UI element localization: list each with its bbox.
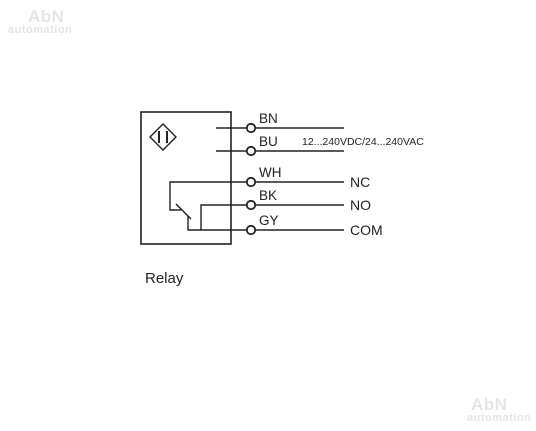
- sensor-symbol-icon: [149, 123, 177, 151]
- terminal-circle-bk: [245, 199, 257, 211]
- watermark-brand: AbN: [28, 7, 65, 26]
- terminal-circle-wh: [245, 176, 257, 188]
- relay-caption: Relay: [145, 270, 184, 287]
- watermark-subtitle: automation: [8, 24, 73, 36]
- watermark-brand-2: AbN: [471, 395, 508, 414]
- wire-code-bk: BK: [259, 188, 277, 203]
- terminal-bu: BU: [245, 134, 344, 157]
- terminal-circle-bu: [245, 145, 257, 157]
- wire-code-bu: BU: [259, 134, 278, 149]
- terminal-bn: BN: [245, 111, 344, 134]
- terminal-wh: WH NC: [245, 165, 370, 190]
- watermark-top: AbN automation: [8, 8, 72, 36]
- terminal-circle-gy: [245, 224, 257, 236]
- wire-code-gy: GY: [259, 213, 279, 228]
- watermark-subtitle-2: automation: [467, 412, 532, 424]
- terminal-gy: GY COM: [245, 213, 383, 238]
- sensor-body: [140, 111, 232, 245]
- signal-label-nc: NC: [350, 174, 370, 190]
- supply-voltage-label: 12...240VDC/24...240VAC: [302, 136, 424, 148]
- signal-label-no: NO: [350, 197, 371, 213]
- terminal-bk: BK NO: [245, 188, 371, 213]
- relay-contact: [169, 181, 246, 231]
- terminal-circle-bn: [245, 122, 257, 134]
- wire-code-wh: WH: [259, 165, 282, 180]
- wire-code-bn: BN: [259, 111, 278, 126]
- signal-label-com: COM: [350, 222, 383, 238]
- watermark-bottom: AbN automation: [467, 396, 531, 424]
